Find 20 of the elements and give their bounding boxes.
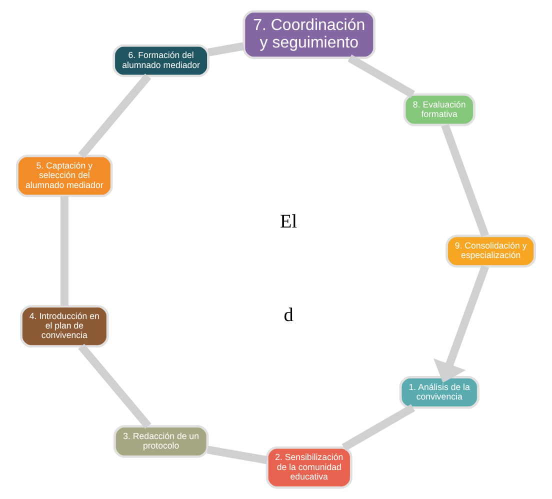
node-box: 5. Captación y selección del alumnado mediador: [16, 154, 113, 198]
node-box: 9. Consolidación y especialización: [446, 234, 536, 268]
node-box: 4. Introducción en el plan de convivencia: [20, 305, 109, 348]
node-box: 2. Sensibilización de la comunidad educativa: [266, 446, 352, 489]
connector: [441, 124, 489, 238]
connector: [342, 404, 416, 451]
connector: [208, 42, 244, 56]
node-box: 1. Análisis de la convivencia: [399, 376, 480, 409]
connector: [206, 446, 268, 464]
node-box: 8. Evaluación formativa: [403, 93, 476, 126]
node-box: 3. Redacción de un protocolo: [113, 425, 209, 458]
node-box: 7. Coordinación y seguimiento: [242, 10, 376, 60]
connector: [78, 74, 152, 158]
connector: [60, 196, 68, 306]
connector: [348, 54, 415, 98]
label: d: [284, 304, 294, 326]
arrow: [433, 265, 489, 383]
label: El: [280, 211, 298, 232]
node-box: 6. Formación del alumnado mediador: [112, 44, 210, 78]
connector: [78, 344, 152, 429]
